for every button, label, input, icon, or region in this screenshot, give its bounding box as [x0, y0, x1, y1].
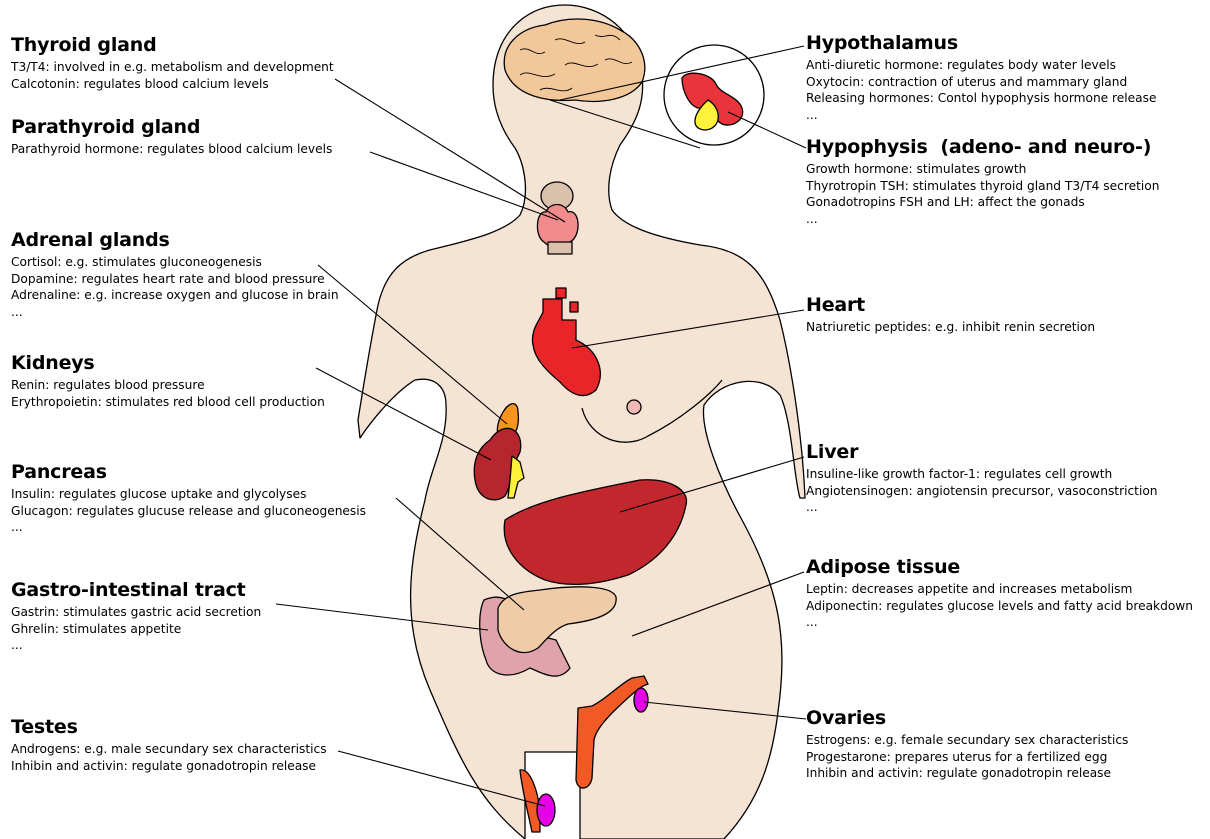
label-line: Glucagon: regulates glucuse release and …	[11, 503, 366, 520]
label-line: Parathyroid hormone: regulates blood cal…	[11, 141, 332, 158]
label-line: Androgens: e.g. male secundary sex chara…	[11, 741, 327, 758]
label-line: Inhibin and activin: regulate gonadotrop…	[806, 765, 1128, 782]
label-title: Kidneys	[11, 352, 325, 375]
label-line: T3/T4: involved in e.g. metabolism and d…	[11, 59, 334, 76]
label-line: Insulin: regulates glucose uptake and gl…	[11, 486, 366, 503]
label-title: Gastro-intestinal tract	[11, 579, 261, 602]
label-line: ...	[806, 614, 1193, 631]
label-title: Adrenal glands	[11, 229, 339, 252]
label-line: Dopamine: regulates heart rate and blood…	[11, 271, 339, 288]
label-thyroid-gland: Thyroid gland T3/T4: involved in e.g. me…	[11, 34, 334, 92]
label-line: ...	[11, 304, 339, 321]
label-line: Angiotensinogen: angiotensin precursor, …	[806, 483, 1158, 500]
label-line: ...	[806, 107, 1157, 124]
label-line: Adiponectin: regulates glucose levels an…	[806, 598, 1193, 615]
label-kidneys: Kidneys Renin: regulates blood pressure …	[11, 352, 325, 410]
label-line: Growth hormone: stimulates growth	[806, 161, 1159, 178]
label-title: Parathyroid gland	[11, 116, 332, 139]
label-gastro-intestinal-tract: Gastro-intestinal tract Gastrin: stimula…	[11, 579, 261, 654]
label-title: Ovaries	[806, 707, 1128, 730]
label-line: Insuline-like growth factor-1: regulates…	[806, 466, 1158, 483]
label-line: Oxytocin: contraction of uterus and mamm…	[806, 74, 1157, 91]
label-title: Adipose tissue	[806, 556, 1193, 579]
label-line: ...	[806, 211, 1159, 228]
ovary	[634, 688, 648, 712]
label-line: Gonadotropins FSH and LH: affect the gon…	[806, 194, 1159, 211]
label-title: Thyroid gland	[11, 34, 334, 57]
label-liver: Liver Insuline-like growth factor-1: reg…	[806, 441, 1158, 516]
label-pancreas: Pancreas Insulin: regulates glucose upta…	[11, 461, 366, 536]
label-line: Renin: regulates blood pressure	[11, 377, 325, 394]
label-line: Releasing hormones: Contol hypophysis ho…	[806, 90, 1157, 107]
trachea	[548, 242, 572, 254]
label-line: Gastrin: stimulates gastric acid secreti…	[11, 604, 261, 621]
label-line: Natriuretic peptides: e.g. inhibit renin…	[806, 319, 1095, 336]
label-line: Adrenaline: e.g. increase oxygen and glu…	[11, 287, 339, 304]
label-line: Erythropoietin: stimulates red blood cel…	[11, 394, 325, 411]
label-title: Hypophysis (adeno- and neuro-)	[806, 136, 1159, 159]
label-line: Progestarone: prepares uterus for a fert…	[806, 749, 1128, 766]
label-adrenal-glands: Adrenal glands Cortisol: e.g. stimulates…	[11, 229, 339, 320]
testis	[537, 794, 555, 826]
label-heart: Heart Natriuretic peptides: e.g. inhibit…	[806, 294, 1095, 336]
label-line: ...	[11, 519, 366, 536]
nipple	[627, 400, 641, 414]
label-testes: Testes Androgens: e.g. male secundary se…	[11, 716, 327, 774]
label-adipose-tissue: Adipose tissue Leptin: decreases appetit…	[806, 556, 1193, 631]
label-hypothalamus: Hypothalamus Anti-diuretic hormone: regu…	[806, 32, 1157, 123]
label-title: Hypothalamus	[806, 32, 1157, 55]
label-line: Inhibin and activin: regulate gonadotrop…	[11, 758, 327, 775]
label-ovaries: Ovaries Estrogens: e.g. female secundary…	[806, 707, 1128, 782]
label-line: Leptin: decreases appetite and increases…	[806, 581, 1193, 598]
label-line: Calcotonin: regulates blood calcium leve…	[11, 76, 334, 93]
label-line: Thyrotropin TSH: stimulates thyroid glan…	[806, 178, 1159, 195]
label-line: ...	[806, 499, 1158, 516]
label-line: ...	[11, 637, 261, 654]
label-title: Heart	[806, 294, 1095, 317]
label-title: Testes	[11, 716, 327, 739]
label-line: Estrogens: e.g. female secundary sex cha…	[806, 732, 1128, 749]
label-hypophysis: Hypophysis (adeno- and neuro-) Growth ho…	[806, 136, 1159, 227]
label-line: Ghrelin: stimulates appetite	[11, 621, 261, 638]
brain	[504, 19, 645, 101]
label-title: Liver	[806, 441, 1158, 464]
label-line: Anti-diuretic hormone: regulates body wa…	[806, 57, 1157, 74]
label-title: Pancreas	[11, 461, 366, 484]
label-line: Cortisol: e.g. stimulates gluconeogenesi…	[11, 254, 339, 271]
label-parathyroid-gland: Parathyroid gland Parathyroid hormone: r…	[11, 116, 332, 158]
